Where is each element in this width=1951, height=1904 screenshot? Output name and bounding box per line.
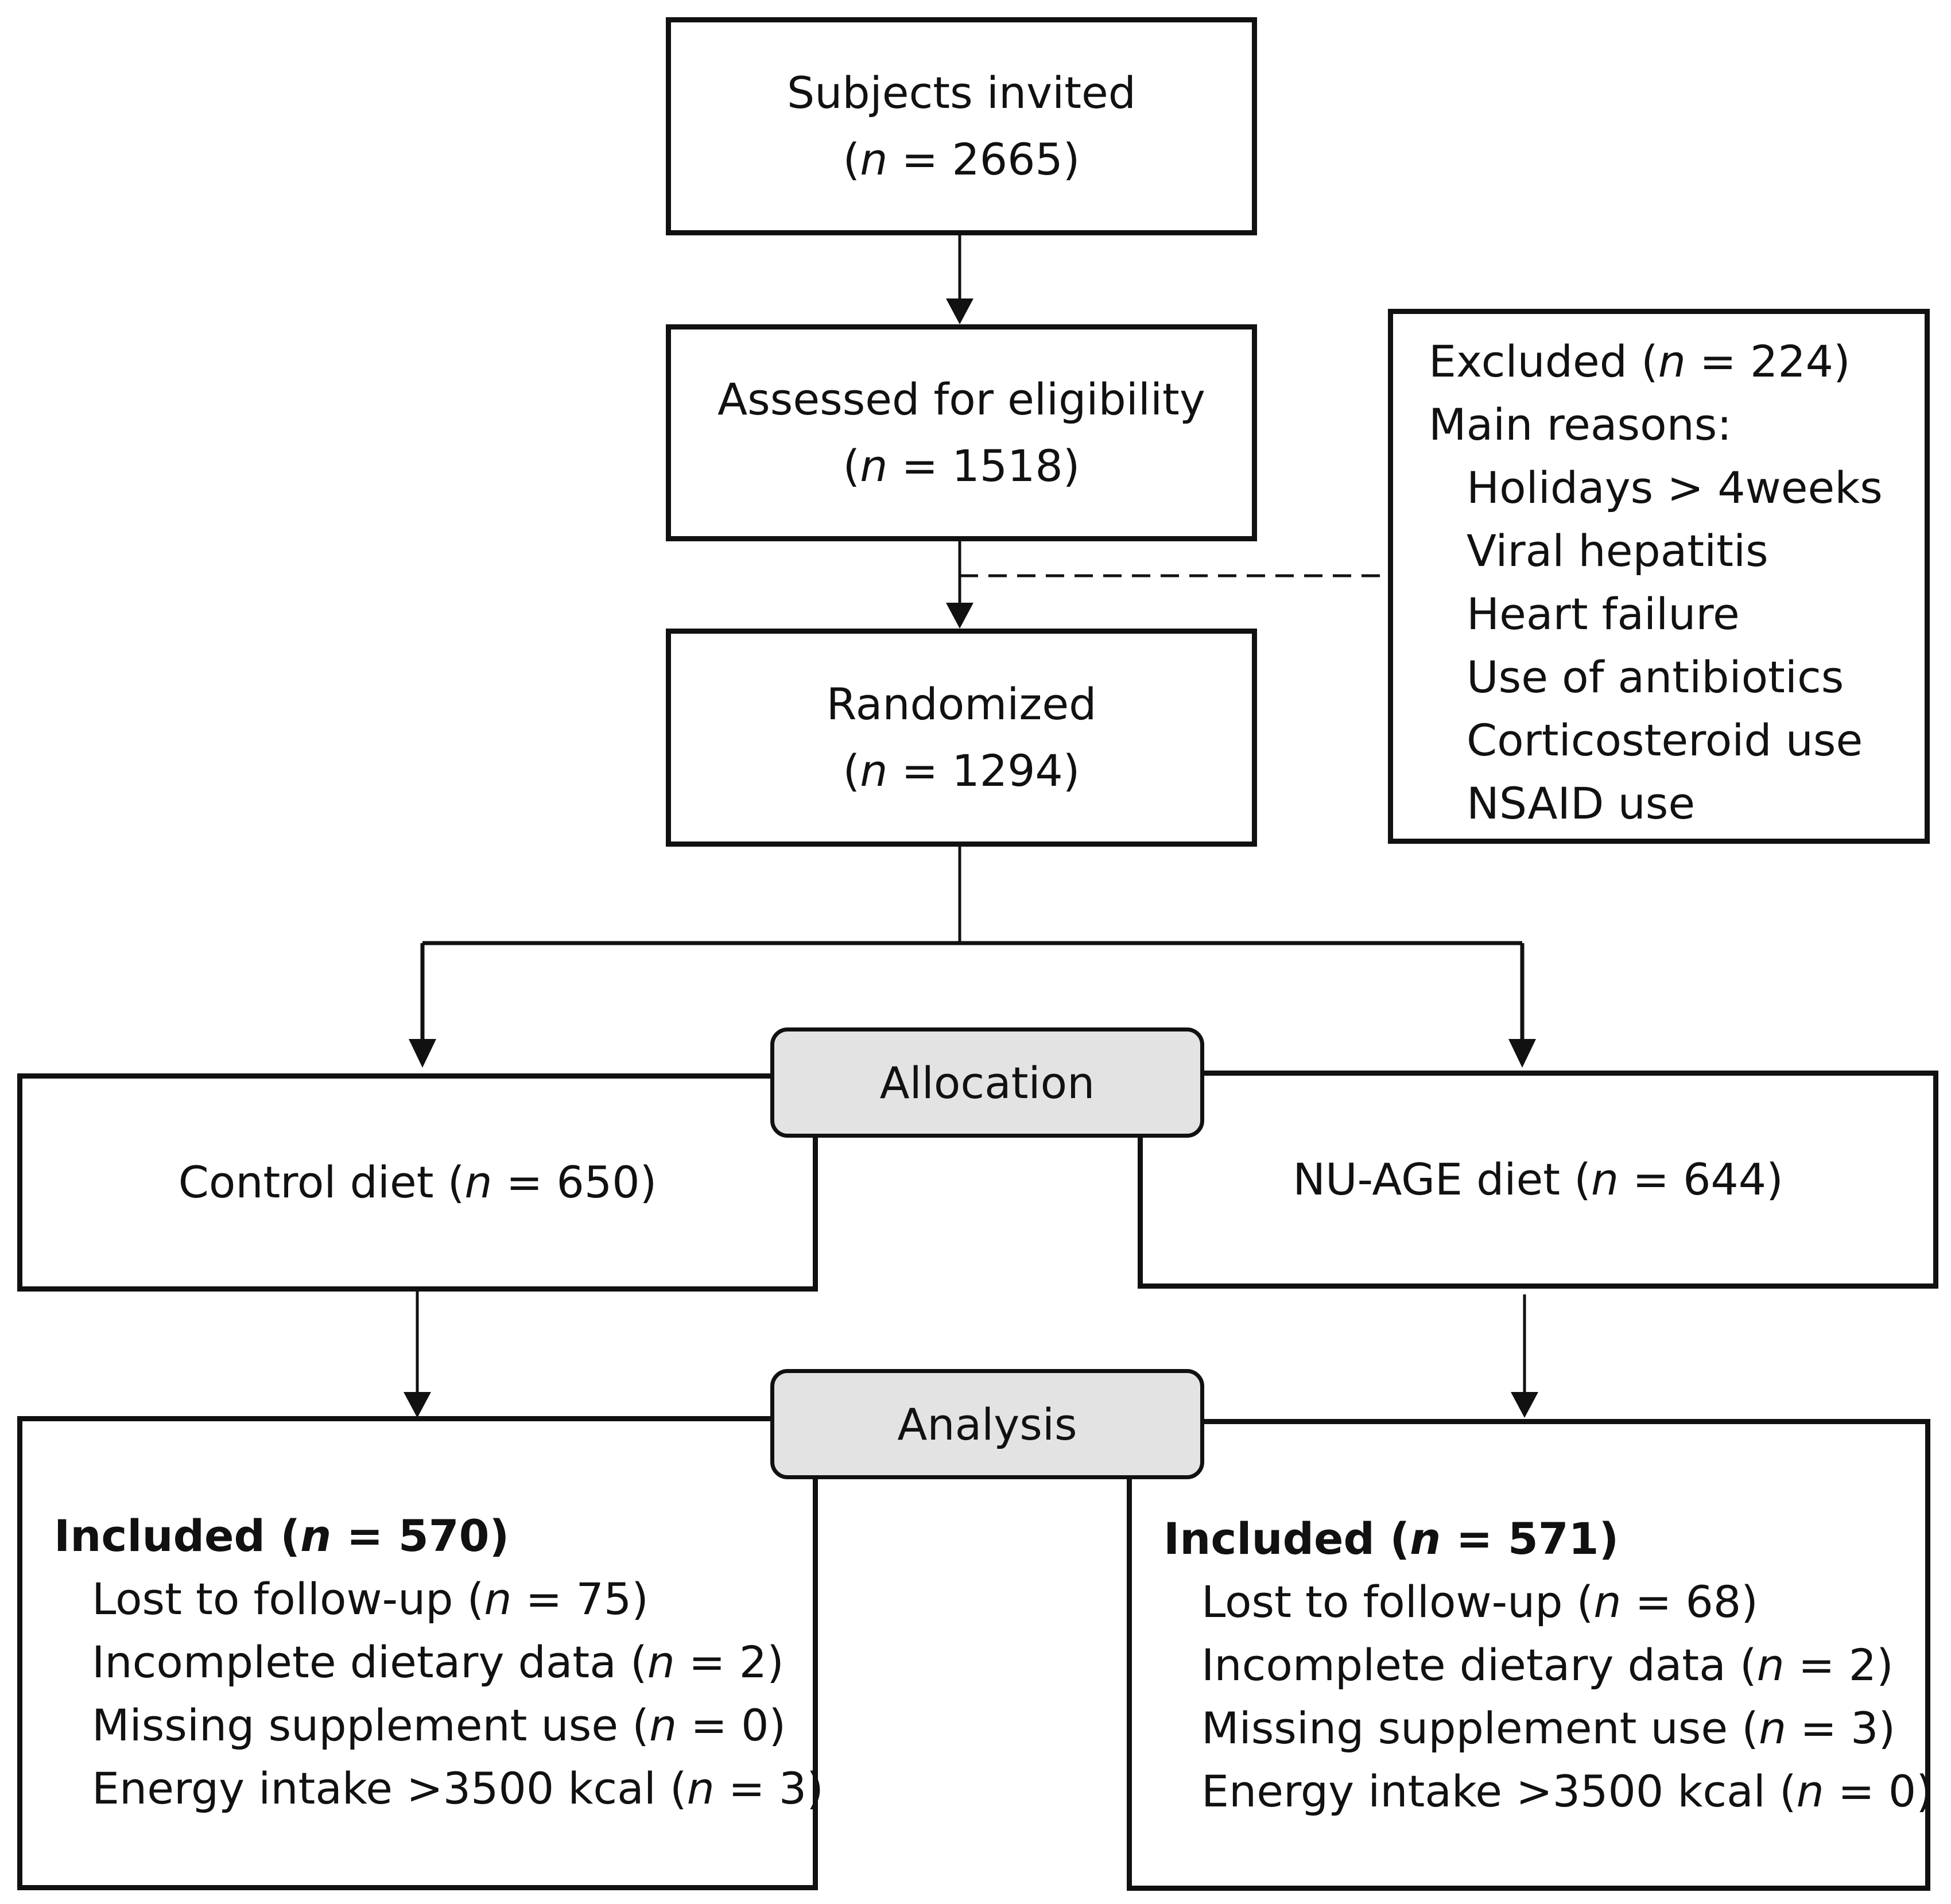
control-analysis-box: Included (n = 570) Lost to follow-up (n … [17,1416,824,1890]
control-diet-box: Control diet (n = 650) [17,1073,818,1292]
nuage-detail-n: 0 [1888,1766,1917,1817]
control-detail: Incomplete dietary data (n = 2) [92,1637,784,1688]
arrow-control-to-analysis-head [404,1392,431,1418]
control-detail: Lost to follow-up (n = 75) [92,1573,649,1624]
control-diet-n: 650 [556,1157,640,1208]
control-detail-label: Lost to follow-up [92,1573,453,1624]
nuage-detail-label: Incomplete dietary data [1201,1639,1726,1690]
excluded-box: Excluded (n = 224) Main reasons: Holiday… [1388,309,1930,844]
nuage-diet-n: 644 [1683,1154,1767,1205]
assessed-n: 1518 [952,440,1063,491]
control-detail-n: 3 [778,1763,807,1814]
control-detail-label: Incomplete dietary data [92,1637,616,1688]
assessed-count: (n = 1518) [843,440,1080,491]
nuage-included-heading: Included (n = 571) [1163,1513,1619,1564]
invited-label: Subjects invited [786,67,1137,118]
randomized-n: 1294 [952,745,1063,796]
control-detail-label: Energy intake >3500 kcal [92,1763,656,1814]
excluded-n: 224 [1750,336,1834,387]
assessed-label: Assessed for eligibility [717,374,1205,425]
nuage-detail-label: Missing supplement use [1201,1703,1728,1754]
control-included-n: 570 [398,1510,490,1561]
assessed-box: Assessed for eligibility (n = 1518) [666,324,1257,541]
excluded-reason: Viral hepatitis [1467,525,1768,576]
excluded-reason: Heart failure [1467,588,1740,639]
nuage-detail-n: 2 [1848,1639,1877,1690]
excluded-label: Excluded [1429,336,1627,387]
control-detail: Missing supplement use (n = 0) [92,1700,786,1751]
nuage-included-n: 571 [1507,1513,1599,1564]
control-detail-n: 2 [739,1637,767,1688]
control-included-heading: Included (n = 570) [54,1510,510,1561]
control-detail-label: Missing supplement use [92,1700,619,1751]
excluded-heading: Excluded (n = 224) [1429,336,1851,387]
excluded-reason: Use of antibiotics [1467,652,1844,703]
excluded-reasons-title: Main reasons: [1429,399,1732,450]
control-detail-n: 0 [741,1700,769,1751]
control-detail: Energy intake >3500 kcal (n = 3) [92,1763,824,1814]
control-diet-label: Control diet [178,1157,434,1208]
control-detail-n: 75 [576,1573,632,1624]
nuage-detail-label: Energy intake >3500 kcal [1201,1766,1766,1817]
nuage-included-label: Included [1163,1513,1375,1564]
nuage-detail: Lost to follow-up (n = 68) [1201,1576,1758,1627]
nuage-detail-label: Lost to follow-up [1201,1576,1563,1627]
invited-count: (n = 2665) [843,134,1080,185]
nuage-detail-n: 68 [1685,1576,1741,1627]
control-diet-heading: Control diet (n = 650) [178,1157,657,1208]
excluded-reason: Holidays > 4weeks [1467,462,1883,513]
analysis-stage-label: Analysis [770,1369,1204,1479]
arrow-assessed-to-randomized-head [946,603,973,629]
nuage-diet-box: NU-AGE diet (n = 644) [1138,1071,1938,1289]
control-included-label: Included [54,1510,265,1561]
arrow-nuage-to-analysis-head [1511,1392,1538,1418]
arrow-to-control-head [409,1039,436,1068]
invited-n: 2665 [952,134,1063,185]
nuage-detail: Incomplete dietary data (n = 2) [1201,1639,1894,1690]
nuage-diet-heading: NU-AGE diet (n = 644) [1293,1154,1783,1205]
invited-box: Subjects invited (n = 2665) [666,17,1257,235]
allocation-stage-label: Allocation [770,1027,1204,1138]
nuage-detail: Missing supplement use (n = 3) [1201,1703,1896,1754]
arrow-to-nuage-head [1508,1039,1536,1068]
excluded-reason: Corticosteroid use [1467,715,1863,766]
randomized-count: (n = 1294) [843,745,1080,796]
nuage-detail: Energy intake >3500 kcal (n = 0) [1201,1766,1933,1817]
nuage-detail-n: 3 [1851,1703,1879,1754]
randomized-label: Randomized [826,678,1097,730]
nuage-analysis-box: Included (n = 571) Lost to follow-up (n … [1127,1419,1933,1891]
excluded-reason: NSAID use [1467,778,1696,829]
randomized-box: Randomized (n = 1294) [666,629,1257,847]
arrow-invited-to-assessed-head [946,298,973,324]
nuage-diet-label: NU-AGE diet [1293,1154,1561,1205]
